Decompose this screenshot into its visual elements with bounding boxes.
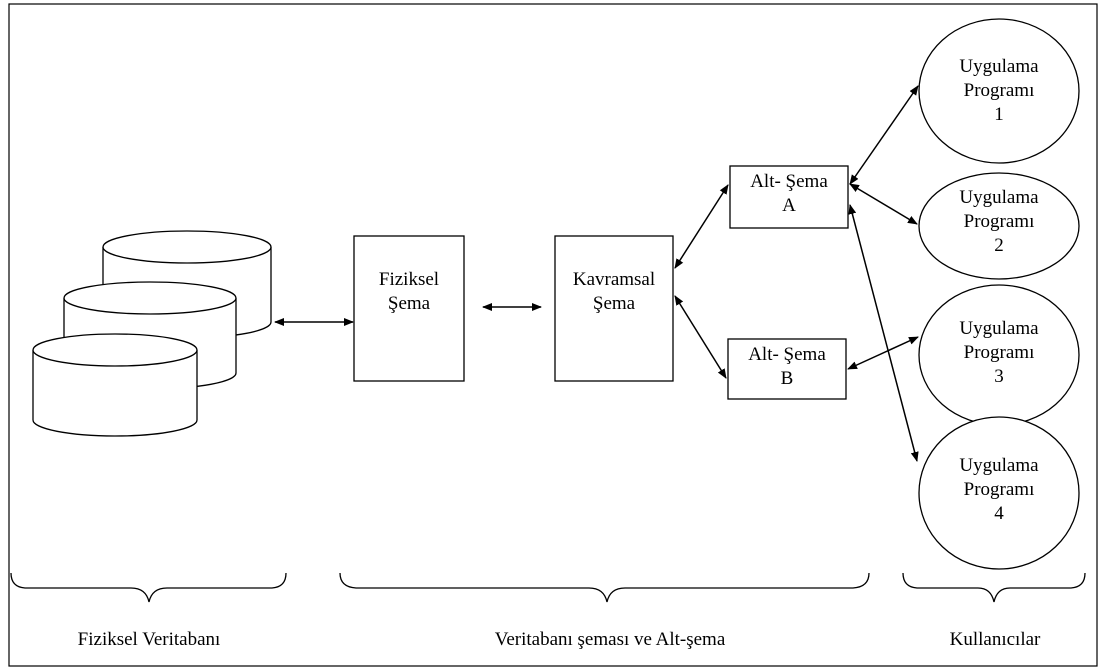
alt-sema-a-label: Alt- Şema A — [730, 170, 848, 218]
outer-frame — [8, 3, 1098, 667]
arrow-kavramsal-altb — [674, 295, 727, 379]
alt-sema-b-label: Alt- Şema B — [728, 343, 846, 391]
brace-users — [902, 572, 1086, 603]
program-1-ellipse — [918, 18, 1080, 164]
alt-sema-b-box — [727, 338, 847, 400]
kavramsal-sema-label: Kavramsal Şema — [548, 268, 680, 316]
arrow-alta-program1 — [849, 85, 919, 185]
program-4-line2: Programı — [963, 479, 1035, 500]
database-cylinder-3 — [32, 333, 198, 437]
program-1-label: Uygulama Programı 1 — [934, 55, 1064, 127]
alt-sema-b-line2: B — [780, 368, 794, 389]
alt-sema-a-line1: Alt- Şema — [750, 171, 828, 192]
section-label-schema: Veritabanı şeması ve Alt-şema — [494, 629, 726, 650]
alt-sema-a-line2: A — [782, 195, 796, 216]
program-2-ellipse — [918, 172, 1080, 280]
program-1-line3: 1 — [994, 104, 1004, 125]
program-1-line2: Programı — [963, 80, 1035, 101]
program-1-line1: Uygulama — [959, 56, 1039, 77]
section-label-users: Kullanıcılar — [949, 629, 1041, 650]
program-3-line3: 3 — [994, 366, 1004, 387]
program-3-line2: Programı — [963, 342, 1035, 363]
kavramsal-sema-box — [554, 235, 674, 382]
program-4-line1: Uygulama — [959, 455, 1039, 476]
fiziksel-sema-line1: Fiziksel — [378, 269, 440, 290]
kavramsal-sema-line2: Şema — [592, 293, 636, 314]
fiziksel-sema-box — [353, 235, 465, 382]
program-2-line1: Uygulama — [959, 187, 1039, 208]
fiziksel-sema-label: Fiziksel Şema — [354, 268, 464, 316]
program-3-line1: Uygulama — [959, 318, 1039, 339]
arrow-altb-program3 — [847, 336, 919, 370]
alt-sema-b-line1: Alt- Şema — [748, 344, 826, 365]
brace-physical — [10, 572, 287, 603]
fiziksel-sema-line2: Şema — [387, 293, 431, 314]
arrow-alta-program4 — [848, 204, 919, 462]
program-2-label: Uygulama Programı 2 — [934, 186, 1064, 258]
brace-schema — [339, 572, 870, 603]
kavramsal-sema-line1: Kavramsal — [572, 269, 656, 290]
section-label-physical: Fiziksel Veritabanı — [77, 629, 221, 650]
alt-sema-a-box — [729, 165, 849, 229]
arrow-alta-program2 — [849, 183, 918, 225]
program-4-line3: 4 — [994, 503, 1004, 524]
program-4-ellipse — [918, 416, 1080, 570]
program-3-label: Uygulama Programı 3 — [934, 317, 1064, 389]
arrow-kavramsal-alta — [674, 184, 729, 269]
program-4-label: Uygulama Programı 4 — [934, 454, 1064, 526]
program-2-line2: Programı — [963, 211, 1035, 232]
program-2-line3: 2 — [994, 235, 1004, 256]
